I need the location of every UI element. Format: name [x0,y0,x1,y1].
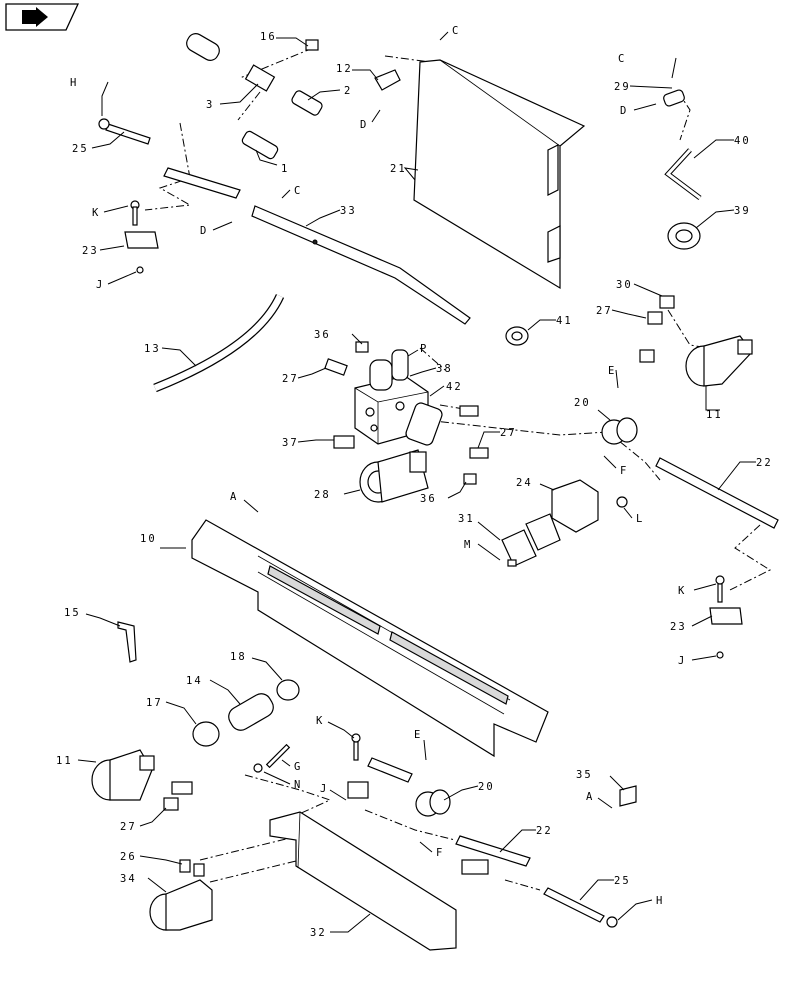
shield-21 [413,59,586,290]
callout-J1: J [96,279,104,291]
callout-N: N [294,779,302,791]
callout-A2: A [586,791,594,803]
callout-L: L [636,513,644,525]
callout-20a: 20 [574,397,591,409]
callout-36a: 36 [314,329,331,341]
callout-K3: K [316,715,324,727]
callout-31: 31 [458,513,475,525]
callout-11b: 11 [56,755,73,767]
leader-lines [77,31,756,933]
callout-A1: A [230,491,238,503]
callout-H2: H [656,895,664,907]
callout-25b: 25 [614,875,631,887]
callout-39: 39 [734,205,751,217]
callout-labels: 16 3 2 1 12 D C 21 H 25 33 C D K 23 J 13… [56,25,773,939]
callout-33: 33 [340,205,357,217]
motor-34 [149,859,213,931]
callout-28: 28 [314,489,331,501]
motor-28 [359,449,429,503]
callout-23a: 23 [82,245,99,257]
callout-J2: J [678,655,686,667]
motor-11-lower [91,749,193,811]
motor-11-upper [685,335,753,387]
forward-arrow-icon[interactable] [5,3,80,31]
callout-H1: H [70,77,78,89]
callout-27d: 27 [120,821,137,833]
callout-27c: 27 [500,427,517,439]
callout-M: M [464,539,472,551]
callout-22b: 22 [536,825,553,837]
callout-34: 34 [120,873,137,885]
callout-C2: C [294,185,302,197]
callout-24: 24 [516,477,533,489]
callout-C1: C [452,25,460,37]
callout-C3: C [618,53,626,65]
channel-10 [191,519,549,758]
callout-27b: 27 [282,373,299,385]
callout-D3: D [620,105,628,117]
callout-12: 12 [336,63,353,75]
callout-16: 16 [260,31,277,43]
callout-3: 3 [206,99,214,111]
callout-13: 13 [144,343,161,355]
callout-1: 1 [281,163,289,175]
callout-17: 17 [146,697,163,709]
callout-29: 29 [614,81,631,93]
callout-42: 42 [446,381,463,393]
callout-20b: 20 [478,781,495,793]
part-drawings [91,33,779,951]
callout-38: 38 [436,363,453,375]
callout-E2: E [414,729,422,741]
callout-10: 10 [140,533,157,545]
callout-K1: K [92,207,100,219]
callout-F2: F [436,847,444,859]
callout-P: P [420,343,428,355]
callout-30: 30 [616,279,633,291]
callout-18: 18 [230,651,247,663]
callout-36b: 36 [420,493,437,505]
callout-23b: 23 [670,621,687,633]
callout-15: 15 [64,607,81,619]
callout-37: 37 [282,437,299,449]
callout-F1: F [620,465,628,477]
callout-40: 40 [734,135,751,147]
callout-D1: D [360,119,368,131]
callout-D2: D [200,225,208,237]
callout-2: 2 [344,85,352,97]
callout-22a: 22 [756,457,773,469]
callout-26: 26 [120,851,137,863]
callout-E1: E [608,365,616,377]
callout-27a: 27 [596,305,613,317]
callout-41: 41 [556,315,573,327]
callout-K2: K [678,585,686,597]
callout-35: 35 [576,769,593,781]
callout-G: G [294,761,302,773]
callout-11a: 11 [706,409,723,421]
callout-14: 14 [186,675,203,687]
quick-coupler-3 [186,33,323,116]
housing-32 [269,811,457,951]
callout-21: 21 [390,163,407,175]
callout-25a: 25 [72,143,89,155]
callout-J3: J [320,783,328,795]
callout-32: 32 [310,927,327,939]
